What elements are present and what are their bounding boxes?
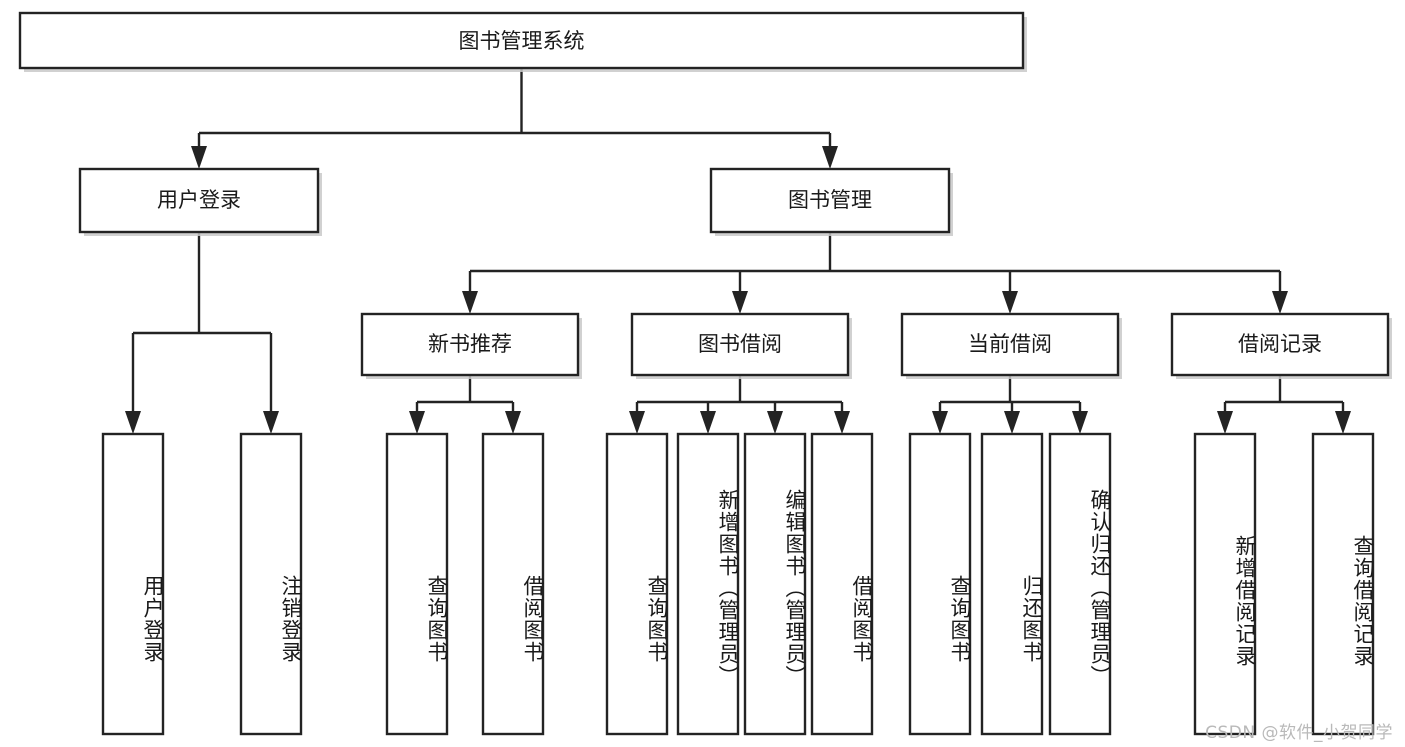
new-book-recommend-box[interactable] xyxy=(360,312,580,377)
current-borrow-label: 当前借阅 xyxy=(968,332,1052,356)
node-current-borrow[interactable]: 当前借阅 xyxy=(900,312,1122,379)
root-label: 图书管理系统 xyxy=(459,29,585,53)
arrow-leaf-nb-query xyxy=(409,411,425,434)
user-login-label: 用户登录 xyxy=(157,188,241,212)
current-borrow-box[interactable] xyxy=(900,312,1120,377)
arrow-leaf-bw-add xyxy=(700,411,716,434)
arrow-leaf-rc-query xyxy=(1335,411,1351,434)
leaf-box-cb-confirm-return[interactable] xyxy=(1048,432,1112,736)
book-management-label: 图书管理 xyxy=(788,188,872,212)
arrow-book-mgmt xyxy=(822,146,838,169)
leaf-box-bw-borrow-book[interactable] xyxy=(810,432,874,736)
leaf-box-layer xyxy=(101,432,1375,736)
leaf-box-nb-borrow-book[interactable] xyxy=(481,432,545,736)
leaf-box-user-login[interactable] xyxy=(101,432,165,736)
csdn-watermark: CSDN @软件_小贺同学 xyxy=(1205,723,1393,743)
leaf-box-bw-query-book[interactable] xyxy=(605,432,669,736)
arrow-leaf-bw-borrow xyxy=(834,411,850,434)
node-user-login[interactable]: 用户登录 xyxy=(78,167,322,236)
arrow-record xyxy=(1272,291,1288,314)
arrow-user-login xyxy=(191,146,207,169)
leaf-box-logout[interactable] xyxy=(239,432,303,736)
leaf-box-cb-return-book[interactable] xyxy=(980,432,1044,736)
leaf-box-bw-edit-book[interactable] xyxy=(743,432,807,736)
arrow-borrow xyxy=(732,291,748,314)
arrow-leaf-nb-borrow xyxy=(505,411,521,434)
new-book-recommend-label: 新书推荐 xyxy=(428,332,512,356)
book-borrow-label: 图书借阅 xyxy=(698,332,782,356)
node-book-borrow[interactable]: 图书借阅 xyxy=(630,312,852,379)
book-borrow-box[interactable] xyxy=(630,312,850,377)
arrow-leaf-logout xyxy=(263,411,279,434)
arrow-leaf-cb-confirm xyxy=(1072,411,1088,434)
node-book-management[interactable]: 图书管理 xyxy=(709,167,953,236)
borrow-record-label: 借阅记录 xyxy=(1238,332,1322,356)
arrow-leaf-rc-add xyxy=(1217,411,1233,434)
arrow-new-book xyxy=(462,291,478,314)
node-root[interactable]: 图书管理系统 xyxy=(18,11,1027,72)
leaf-box-rc-add-record[interactable] xyxy=(1193,432,1257,736)
arrow-leaf-bw-edit xyxy=(767,411,783,434)
leaf-box-nb-query-book[interactable] xyxy=(385,432,449,736)
leaf-box-cb-query-book[interactable] xyxy=(908,432,972,736)
leaf-box-rc-query-record[interactable] xyxy=(1311,432,1375,736)
user-login-box[interactable] xyxy=(78,167,320,234)
arrow-leaf-user-login xyxy=(125,411,141,434)
arrow-current xyxy=(1002,291,1018,314)
root-box[interactable] xyxy=(18,11,1025,70)
arrow-leaf-bw-query xyxy=(629,411,645,434)
arrow-leaf-cb-query xyxy=(932,411,948,434)
leaf-box-bw-add-book[interactable] xyxy=(676,432,740,736)
edge-layer xyxy=(125,68,1351,434)
node-new-book-recommend[interactable]: 新书推荐 xyxy=(360,312,582,379)
arrow-leaf-cb-return xyxy=(1004,411,1020,434)
book-management-box[interactable] xyxy=(709,167,951,234)
node-borrow-record[interactable]: 借阅记录 xyxy=(1170,312,1392,379)
borrow-record-box[interactable] xyxy=(1170,312,1390,377)
